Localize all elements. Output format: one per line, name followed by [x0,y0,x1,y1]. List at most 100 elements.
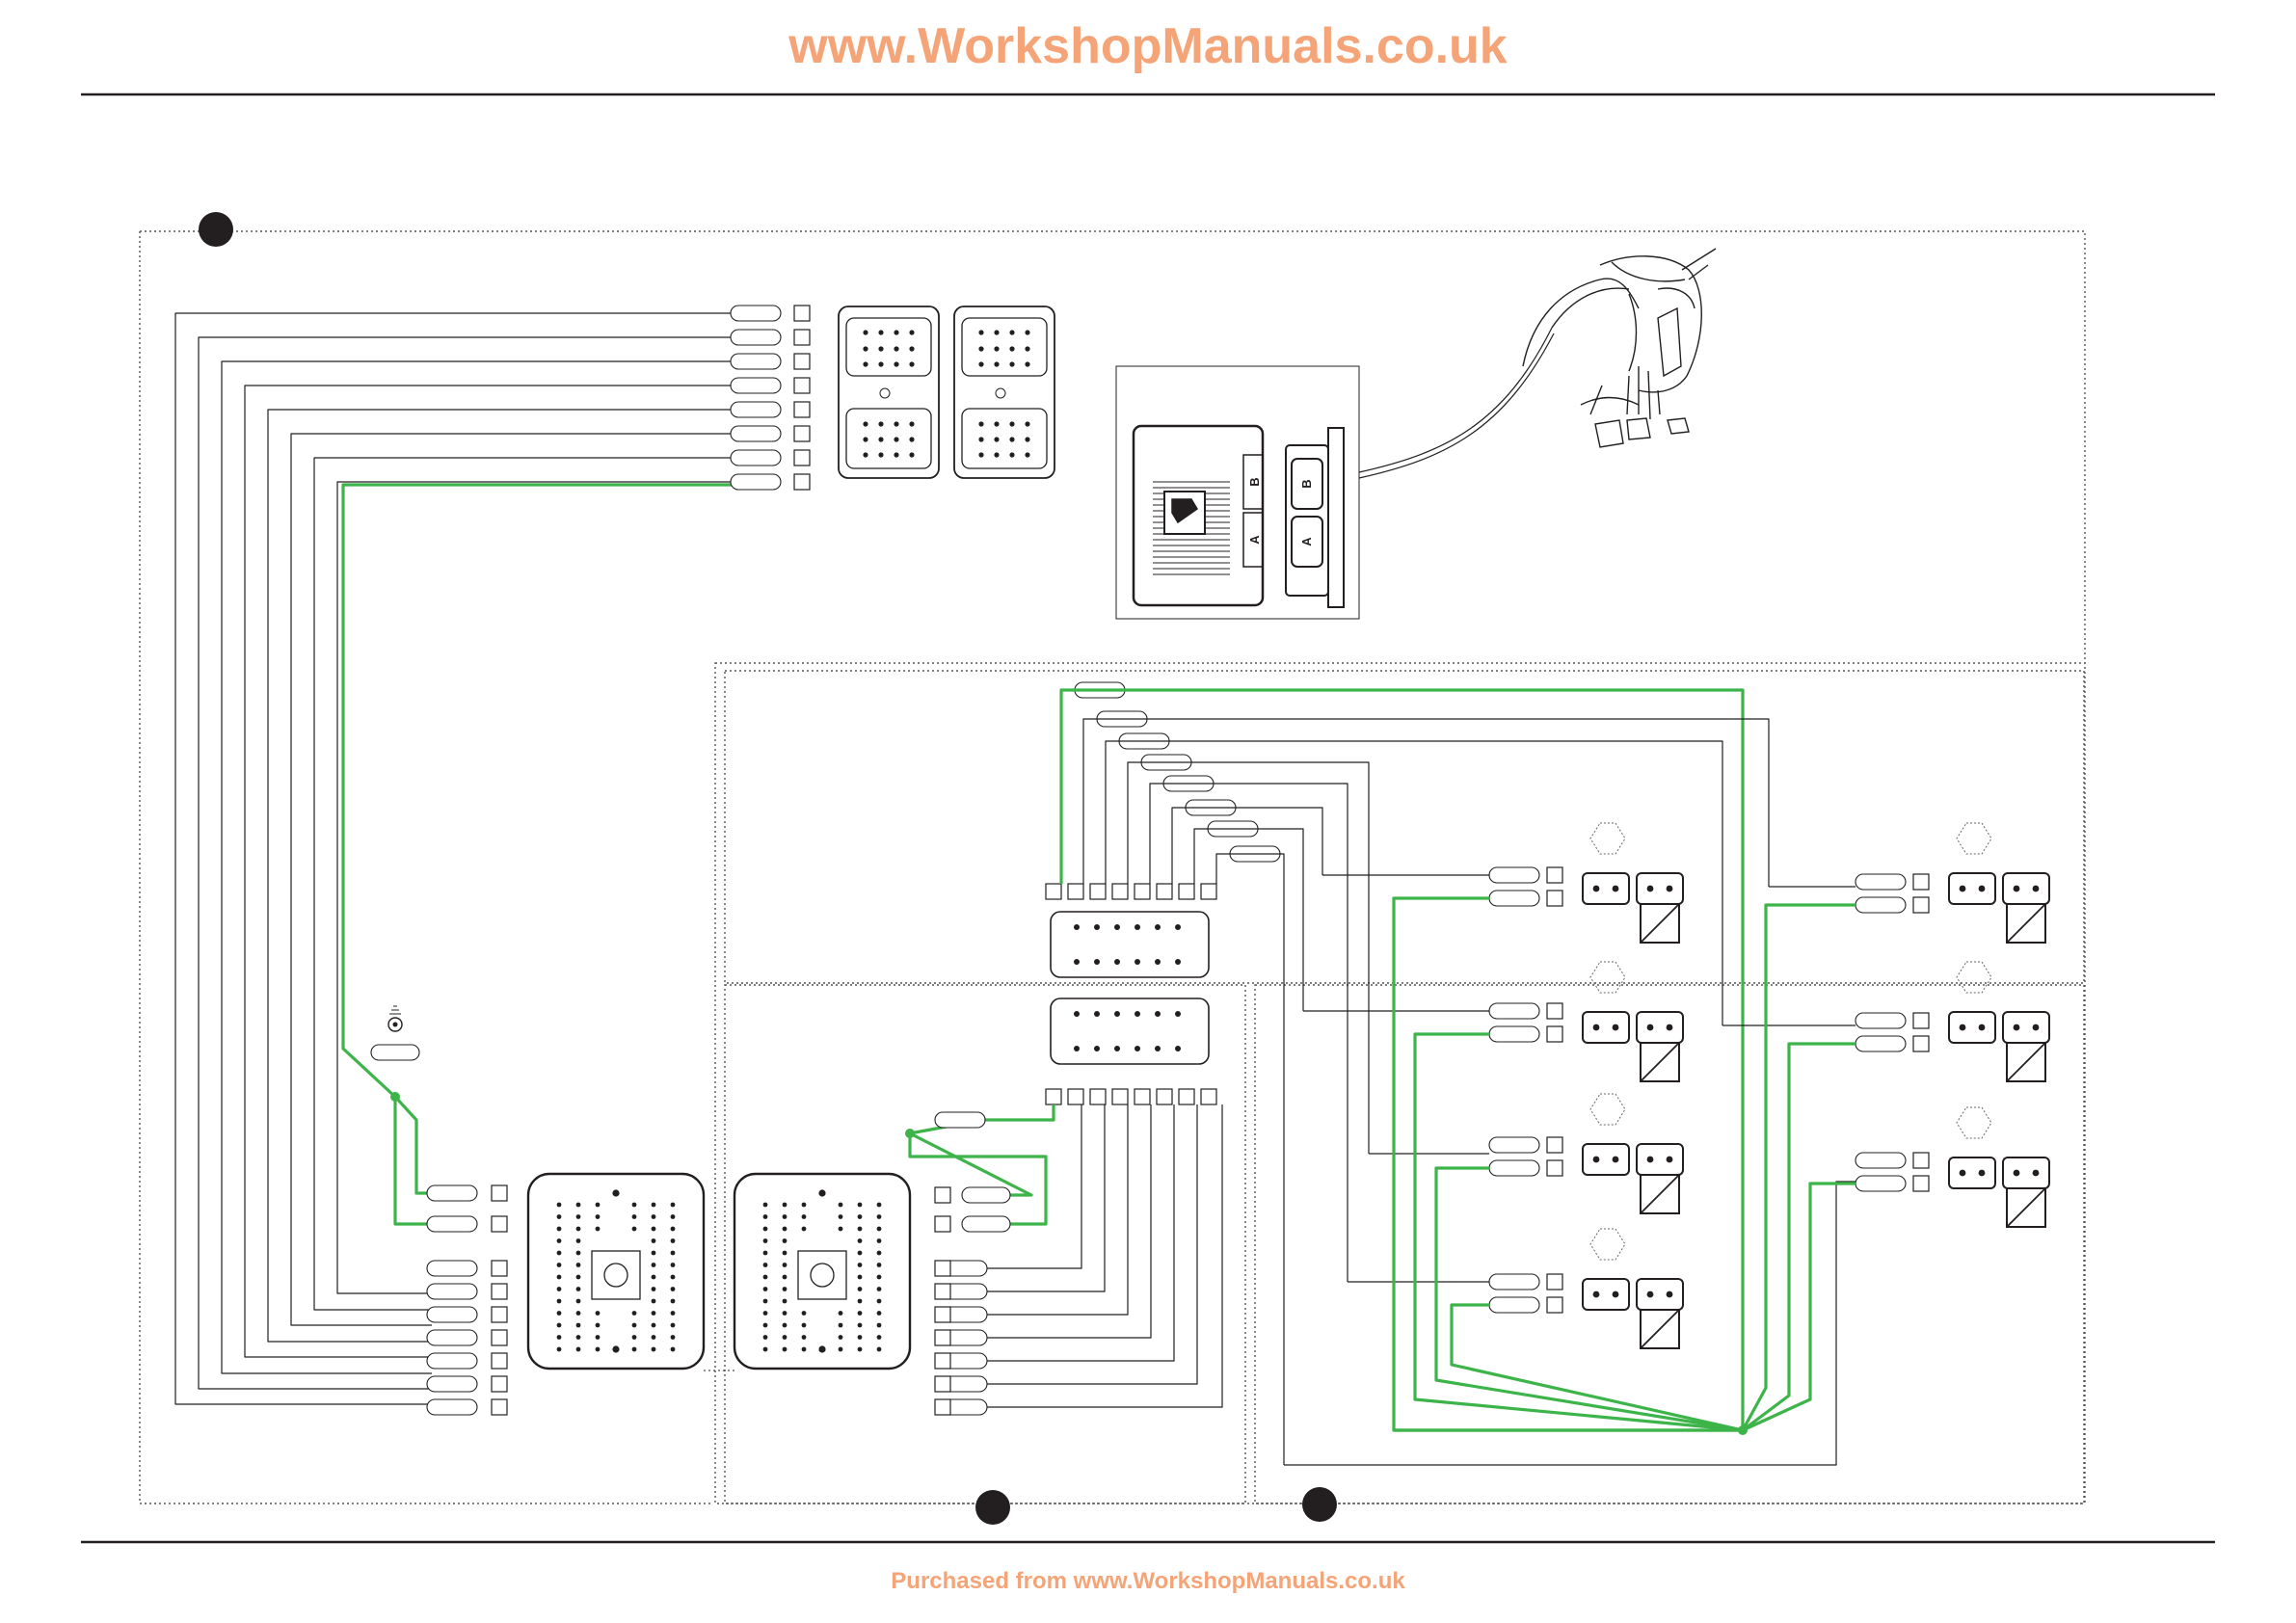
pin-dot [576,1347,581,1352]
pin-dot [557,1203,562,1208]
terminal-capsule [731,450,781,466]
pin-dot [763,1311,768,1316]
pin-dot [802,1203,807,1208]
pin-dot [596,1311,601,1316]
pin-dot [652,1335,656,1340]
terminal-capsule [427,1185,477,1201]
pin-dot [1009,330,1014,334]
pin-dot [1009,361,1014,366]
pin-dot [557,1214,562,1219]
pin-dot [783,1323,788,1328]
pin-dot [763,1335,768,1340]
terminal-pin [1547,1297,1562,1313]
pin-dot [763,1251,768,1256]
pin-dot [783,1227,788,1232]
pin-dot [652,1275,656,1280]
pin-dot [1647,1157,1654,1163]
pin-dot [1647,1024,1654,1031]
pin-dot [671,1203,676,1208]
pin-dot [877,1287,882,1291]
pin-dot [877,1238,882,1243]
pin-dot [557,1263,562,1267]
pin-dot [783,1299,788,1304]
pin-dot [1094,959,1100,965]
pin-dot [802,1214,807,1219]
wire-green [1743,1184,1855,1430]
terminal-capsule [962,1187,1010,1203]
pin-dot [877,1299,882,1304]
terminal-pin [1135,1089,1150,1104]
wire-green [1743,1044,1855,1430]
pin-dot [839,1227,843,1232]
terminal-capsule [731,306,781,321]
pin-dot [783,1311,788,1316]
pin-dot [596,1323,601,1328]
pin-dot [1025,421,1029,426]
pin-dot [576,1311,581,1316]
terminal-pin [794,402,810,417]
pin-dot [863,452,868,457]
pin-dot [858,1275,863,1280]
pin-dot [863,361,868,366]
terminal-pin [1068,884,1083,899]
terminal-capsule [731,402,781,417]
callout-dot [199,212,233,247]
terminal-pin [1547,891,1562,906]
terminal-pin [1913,1153,1929,1168]
terminal-pin [492,1376,507,1392]
plug-body [1949,1012,1995,1043]
pin-dot [783,1203,788,1208]
pin-dot [1074,959,1080,965]
terminal-pin [1068,1089,1083,1104]
pin-dot [783,1263,788,1267]
pin-dot [1025,361,1029,366]
terminal-pin [935,1330,950,1345]
pin-dot [1114,959,1120,965]
pin-dot [1667,1157,1673,1163]
pin-dot [1593,1291,1600,1298]
terminal-capsule [1855,1036,1906,1051]
terminal-pin [1112,1089,1128,1104]
terminal-capsule [731,378,781,393]
pin-dot [576,1323,581,1328]
pin-dot [1094,1011,1100,1017]
pin-dot [671,1238,676,1243]
callout-dot [1302,1487,1337,1522]
control-module-inset [1116,328,1554,619]
pin-dot [863,437,868,441]
pin-dot [671,1299,676,1304]
terminal-capsule [427,1353,477,1369]
pin-dot [576,1299,581,1304]
wire-green [1415,1034,1743,1430]
pad-label-b: B [1299,479,1314,488]
pin-dot [763,1203,768,1208]
terminal-capsule [1855,897,1906,913]
ecu-boss [798,1251,846,1299]
vehicle-interior-sketch [1523,249,1716,447]
pin-dot [557,1287,562,1291]
pin-dot [909,361,914,366]
pin-dot [1175,1011,1181,1017]
terminal-capsule [1855,874,1906,890]
valve-hex [1590,823,1625,854]
terminal-pin [1046,1089,1061,1104]
pin-dot [1647,886,1654,892]
terminal-pin [1090,1089,1106,1104]
pin-dot [858,1299,863,1304]
terminal-pin [1547,1160,1562,1176]
pin-dot [1667,1024,1673,1031]
terminal-pin [1913,1013,1929,1028]
plug-body [1949,873,1995,904]
plug-body [1637,873,1683,904]
terminal-capsule [371,1045,419,1060]
pin-dot [652,1323,656,1328]
pin-dot [671,1227,676,1232]
pin-dot [877,1214,882,1219]
pin-dot [877,1203,882,1208]
pin-dot [557,1299,562,1304]
pin-dot [839,1214,843,1219]
terminal-capsule [427,1399,477,1415]
pin-dot [1114,1011,1120,1017]
pin-dot [994,361,999,366]
pin-dot [2014,886,2020,892]
